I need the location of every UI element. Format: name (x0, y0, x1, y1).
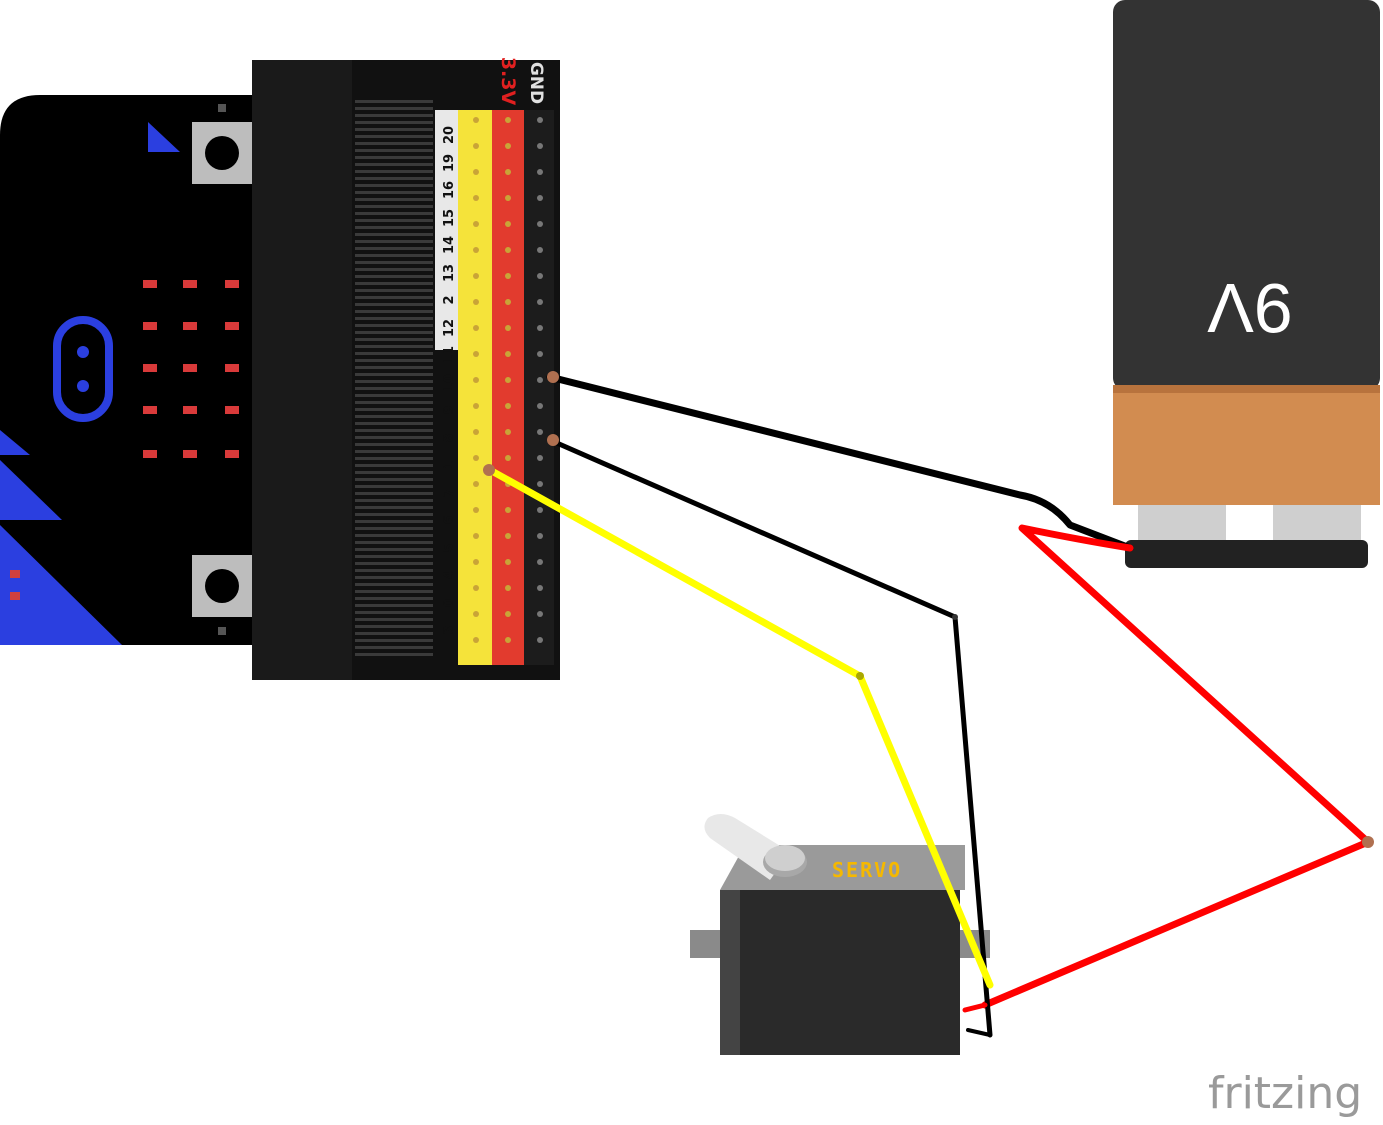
pin-number: 6 (442, 515, 457, 525)
pin-label-gnd: GND (526, 61, 547, 105)
gnd-header (524, 110, 554, 665)
led-matrix (143, 280, 239, 458)
led (143, 450, 157, 458)
pin-number: 5 (442, 542, 457, 553)
fritzing-watermark: fritzing (1208, 1068, 1363, 1119)
led (183, 364, 197, 372)
microbit-logo-icon (53, 316, 113, 422)
led (225, 280, 239, 288)
pin-number: 16 (442, 180, 457, 200)
led (183, 450, 197, 458)
pin-number: 13 (442, 263, 457, 282)
led (183, 322, 197, 330)
led (143, 406, 157, 414)
pin-number: 4 (442, 570, 457, 580)
battery-label: 9V (1207, 269, 1293, 347)
expansion-board (252, 60, 560, 680)
led (225, 322, 239, 330)
pin-number: 0 (442, 597, 457, 608)
signal-header (458, 110, 494, 665)
pin-number: 11 (442, 345, 457, 365)
pin-number: 15 (442, 208, 457, 227)
pin-number: 14 (442, 235, 457, 255)
servo-label: SERVO (832, 858, 903, 882)
battery-9v (1113, 0, 1380, 568)
wire-battery-red (981, 524, 1372, 1009)
led (143, 280, 157, 288)
led (183, 280, 197, 288)
wires (483, 371, 1374, 1038)
pin-number: 20 (442, 125, 457, 145)
wire-gnd-battery (546, 373, 1134, 552)
led (225, 406, 239, 414)
led (143, 322, 157, 330)
servo-motor (690, 814, 990, 1055)
pin-number: 2 (442, 295, 457, 305)
pin-number: 1 (442, 460, 457, 470)
pin-number: 19 (442, 153, 457, 172)
pin-number: 10 (442, 373, 457, 392)
led (183, 406, 197, 414)
pin-number: 3 (442, 625, 457, 635)
logo-icon (148, 122, 180, 152)
pin-number: 12 (442, 318, 457, 337)
led (225, 450, 239, 458)
led (225, 364, 239, 372)
pin-number: 7 (442, 487, 457, 498)
pin-label-3v3: 3.3V (497, 56, 520, 106)
vcc-header (492, 110, 524, 665)
microbit-board (0, 95, 260, 645)
pin-number: 9 (442, 405, 457, 415)
pin-number: 8 (442, 432, 457, 443)
led (143, 364, 157, 372)
